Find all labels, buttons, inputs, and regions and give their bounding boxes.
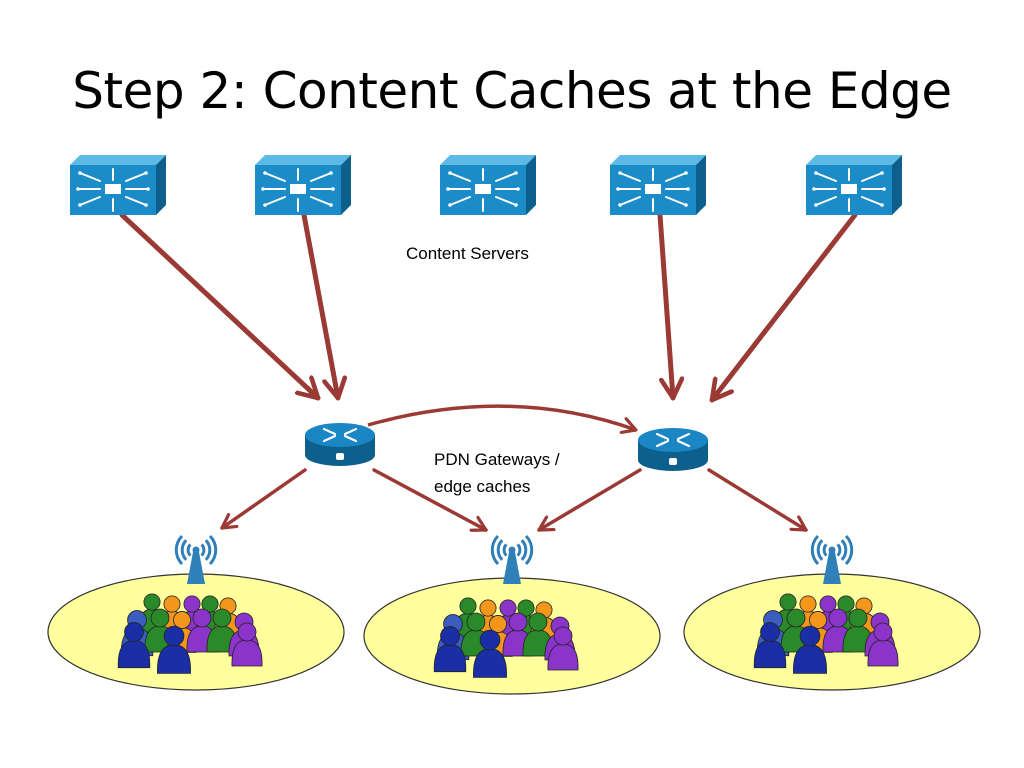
person-icon xyxy=(473,629,507,678)
switch-icon xyxy=(440,155,536,215)
gateway-to-cell-arrows xyxy=(220,468,808,532)
gateways-label-line-2: edge caches xyxy=(434,477,531,496)
antenna-tower-icon xyxy=(174,534,218,584)
person-icon xyxy=(547,626,579,671)
switch-icon xyxy=(806,155,902,215)
router-icon xyxy=(305,423,375,466)
arrow-gw1-cell1 xyxy=(220,468,307,530)
gateways-label: PDN Gateways / edge caches xyxy=(434,446,560,500)
cell xyxy=(47,534,345,691)
gateways-label-line-1: PDN Gateways / xyxy=(434,450,560,469)
user-group-icon xyxy=(117,593,263,674)
switch-icon xyxy=(610,155,706,215)
arrow-gw2-cell3 xyxy=(707,468,808,532)
person-icon xyxy=(753,622,787,669)
cell xyxy=(363,534,661,695)
content-servers-label: Content Servers xyxy=(406,244,529,263)
content-servers xyxy=(70,155,902,215)
router-icon xyxy=(638,428,708,471)
arrow-server-1 xyxy=(119,212,321,401)
server-to-gateway-arrows xyxy=(119,212,858,403)
slide-title: Step 2: Content Caches at the Edge xyxy=(72,62,952,120)
person-icon xyxy=(793,625,827,674)
user-group-icon xyxy=(753,593,899,674)
arrow-gw1-cell2 xyxy=(372,468,488,530)
person-icon xyxy=(433,626,467,673)
cell xyxy=(683,534,981,691)
switch-icon xyxy=(70,155,166,215)
antenna-tower-icon xyxy=(490,534,534,584)
cells xyxy=(47,534,981,695)
arrow-gw2-cell2 xyxy=(537,468,642,532)
arrow-server-2 xyxy=(301,212,338,401)
antenna-tower-icon xyxy=(810,534,854,584)
switch-icon xyxy=(255,155,351,215)
person-icon xyxy=(867,622,899,667)
arrow-server-4 xyxy=(657,212,673,401)
person-icon xyxy=(231,622,263,667)
arrow-server-5 xyxy=(709,212,858,403)
user-group-icon xyxy=(433,597,579,678)
person-icon xyxy=(157,625,191,674)
arrow-gateway-to-gateway xyxy=(367,404,636,430)
person-icon xyxy=(117,622,151,669)
pdn-gateways xyxy=(305,423,708,471)
